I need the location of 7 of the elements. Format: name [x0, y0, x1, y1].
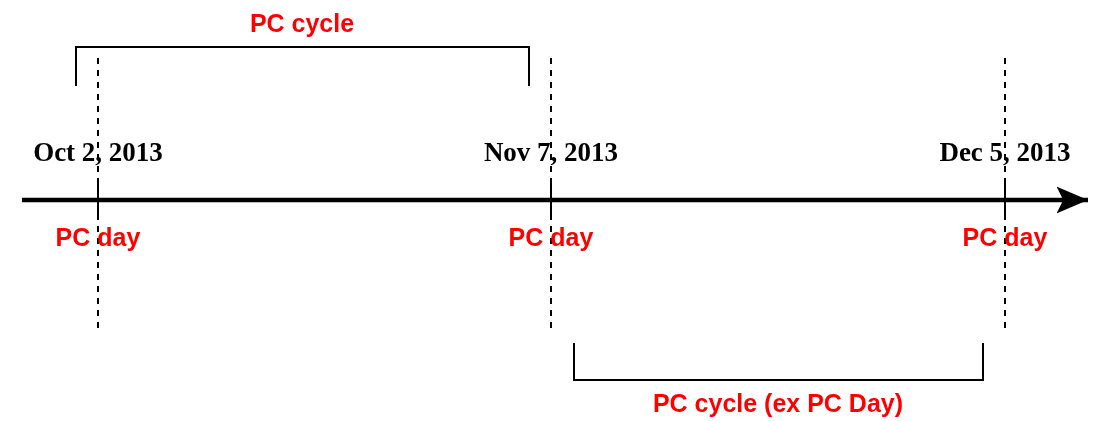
event-label: PC day — [962, 224, 1048, 252]
date-label: Nov 7, 2013 — [483, 138, 619, 168]
date-label: Dec 5, 2013 — [939, 138, 1071, 168]
event-label: PC day — [508, 224, 594, 252]
event-label: PC day — [55, 224, 141, 252]
period-label: PC cycle — [249, 10, 355, 38]
period-label: PC cycle (ex PC Day) — [652, 390, 904, 418]
